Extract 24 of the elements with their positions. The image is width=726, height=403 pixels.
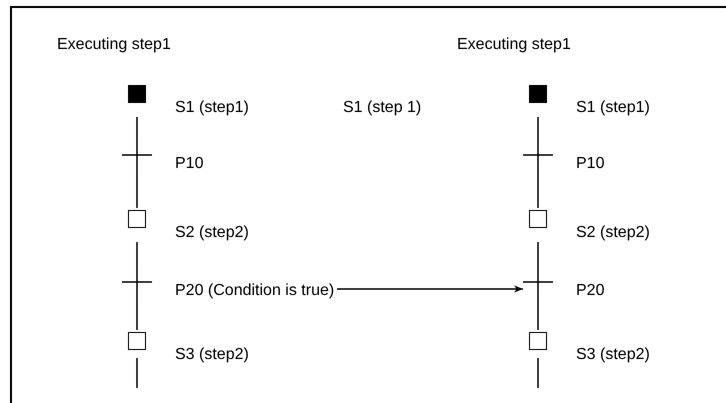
step-label: S1 (step1) — [576, 99, 650, 117]
step-label: S3 (step2) — [576, 346, 650, 364]
connector-line — [537, 300, 539, 330]
step-label: S1 (step 1) — [343, 99, 422, 117]
connector-line — [537, 358, 539, 388]
transition-label: P20 — [576, 282, 604, 300]
connector-line — [136, 117, 138, 143]
connector-line — [136, 173, 138, 208]
transition-label: P20 (Condition is true) — [175, 282, 334, 300]
connector-line — [537, 242, 539, 270]
connector-line — [537, 117, 539, 143]
step-label: S2 (step2) — [175, 224, 249, 242]
step-label: S1 (step1) — [175, 99, 249, 117]
heading: Executing step1 — [457, 36, 571, 54]
connector-line — [537, 173, 539, 208]
transition-label: P10 — [175, 155, 204, 173]
arrow — [337, 285, 523, 293]
connector-line — [136, 242, 138, 270]
heading: Executing step1 — [57, 36, 171, 54]
step-label: S2 (step2) — [576, 224, 650, 242]
step-label: S3 (step2) — [175, 346, 249, 364]
transition-label: P10 — [576, 155, 604, 173]
connector-line — [136, 300, 138, 330]
connector-line — [136, 358, 138, 388]
